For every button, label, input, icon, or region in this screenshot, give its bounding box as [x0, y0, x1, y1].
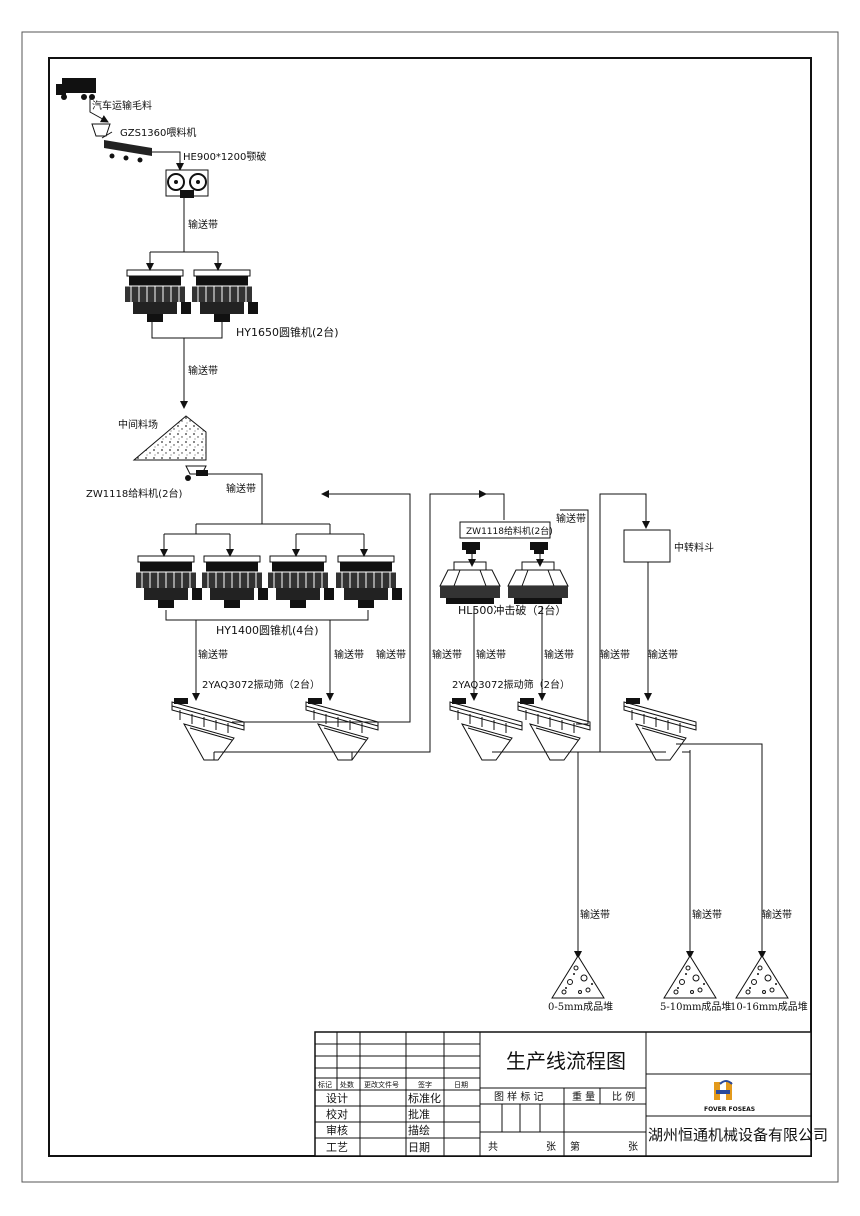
transfer-hopper-box [623, 529, 671, 563]
weight-label: 重 量 [572, 1090, 595, 1103]
sheets-label: 张 [546, 1141, 556, 1153]
feeder-drive-icon-1 [462, 542, 480, 554]
feeder3-label: ZW1118给料机(2台) [466, 525, 553, 537]
pattern-mark-label: 图 样 标 记 [494, 1090, 544, 1103]
conveyor-4-label: 输送带 [198, 648, 228, 661]
col-header-date: 日期 [454, 1081, 468, 1089]
conveyor-8-label: 输送带 [476, 648, 506, 661]
row-process: 工艺 [326, 1141, 348, 1154]
product2-label: 5-10mm成品堆 [660, 1001, 731, 1013]
scale-label: 比 例 [612, 1090, 635, 1103]
conveyor-1-label: 输送带 [188, 218, 218, 231]
jaw-crusher-icon [165, 169, 209, 198]
row-date: 日期 [408, 1141, 430, 1154]
outer-border [21, 31, 839, 1183]
conveyor-15-label: 输送带 [762, 908, 792, 921]
screen-4 [517, 697, 591, 761]
truck-label: 汽车运输毛料 [92, 99, 152, 112]
row-review: 审核 [326, 1123, 348, 1137]
cone2-label: HY1400圆锥机(4台) [216, 623, 319, 637]
conveyor-3-label: 输送带 [226, 482, 256, 495]
hy1650-cone-crusher-1 [124, 269, 192, 323]
company-name: 湖州恒通机械设备有限公司 [648, 1126, 828, 1144]
stockpile-icon [132, 415, 207, 461]
col-header-docno: 更改文件号 [364, 1080, 399, 1089]
product-pile-2 [663, 955, 717, 999]
conveyor-7-label: 输送带 [432, 648, 462, 661]
row-check: 校对 [326, 1107, 348, 1121]
product-pile-3 [735, 955, 789, 999]
col-header-count: 处数 [340, 1080, 354, 1089]
conveyor-2-label: 输送带 [188, 364, 218, 377]
screen1-label: 2YAQ3072振动筛（2台） [202, 678, 320, 691]
hy1400-cone-crusher-1 [135, 555, 203, 609]
transfer-hopper-label: 中转料斗 [674, 541, 714, 554]
jaw-label: HE900*1200颚破 [183, 150, 266, 163]
conveyor-14-label: 输送带 [692, 908, 722, 921]
logo-text: FOVER FOSEAS [704, 1106, 755, 1113]
feeder1-label: GZS1360喂料机 [120, 126, 196, 139]
stockpile-label: 中间料场 [118, 418, 158, 431]
row-design: 设计 [326, 1092, 348, 1105]
screen-1 [171, 697, 245, 761]
col-header-mark: 标记 [318, 1080, 332, 1089]
row-standard: 标准化 [408, 1091, 441, 1105]
hy1650-cone-crusher-2 [191, 269, 259, 323]
screen2-label: 2YAQ3072振动筛（2台） [452, 678, 570, 691]
total-label: 共 [488, 1141, 498, 1153]
hl500-impact-crusher-2 [507, 561, 569, 605]
hy1400-cone-crusher-2 [201, 555, 269, 609]
zw1118-feeder-box [459, 521, 551, 539]
conveyor-9-label: 输送带 [544, 648, 574, 661]
conveyor-6-label: 输送带 [376, 648, 406, 661]
screen-5 [623, 697, 697, 761]
col-header-sign: 签字 [418, 1080, 432, 1089]
zw1118-feeder-icon [185, 465, 208, 481]
product-pile-1 [551, 955, 605, 999]
conveyor-13-label: 输送带 [580, 908, 610, 921]
truck-icon [56, 78, 96, 100]
product3-label: 10-16mm成品堆 [730, 1001, 808, 1013]
conveyor-12-label: 输送带 [648, 648, 678, 661]
company-logo-icon [714, 1080, 733, 1100]
product1-label: 0-5mm成品堆 [548, 1001, 613, 1013]
sheet-unit-label: 张 [628, 1141, 638, 1153]
vibrating-feeder-icon [91, 123, 152, 163]
conveyor-11-label: 输送带 [600, 648, 630, 661]
sheet-no-label: 第 [570, 1140, 580, 1153]
screen-3 [449, 697, 523, 761]
feeder-drive-icon-2 [530, 542, 548, 554]
hl500-impact-crusher-1 [439, 561, 501, 605]
title-block-title: 生产线流程图 [506, 1049, 626, 1073]
cone1-label: HY1650圆锥机(2台) [236, 325, 339, 339]
conveyor-5-label: 输送带 [334, 648, 364, 661]
row-approve: 批准 [408, 1107, 430, 1121]
conveyor-10-label: 输送带 [556, 512, 586, 525]
impact-label: HL500冲击破（2台） [458, 603, 566, 617]
hy1400-cone-crusher-4 [335, 555, 403, 609]
screen-2 [305, 697, 379, 761]
feeder2-label: ZW1118给料机(2台) [86, 487, 182, 500]
row-draw: 描绘 [408, 1123, 430, 1137]
hy1400-cone-crusher-3 [267, 555, 335, 609]
